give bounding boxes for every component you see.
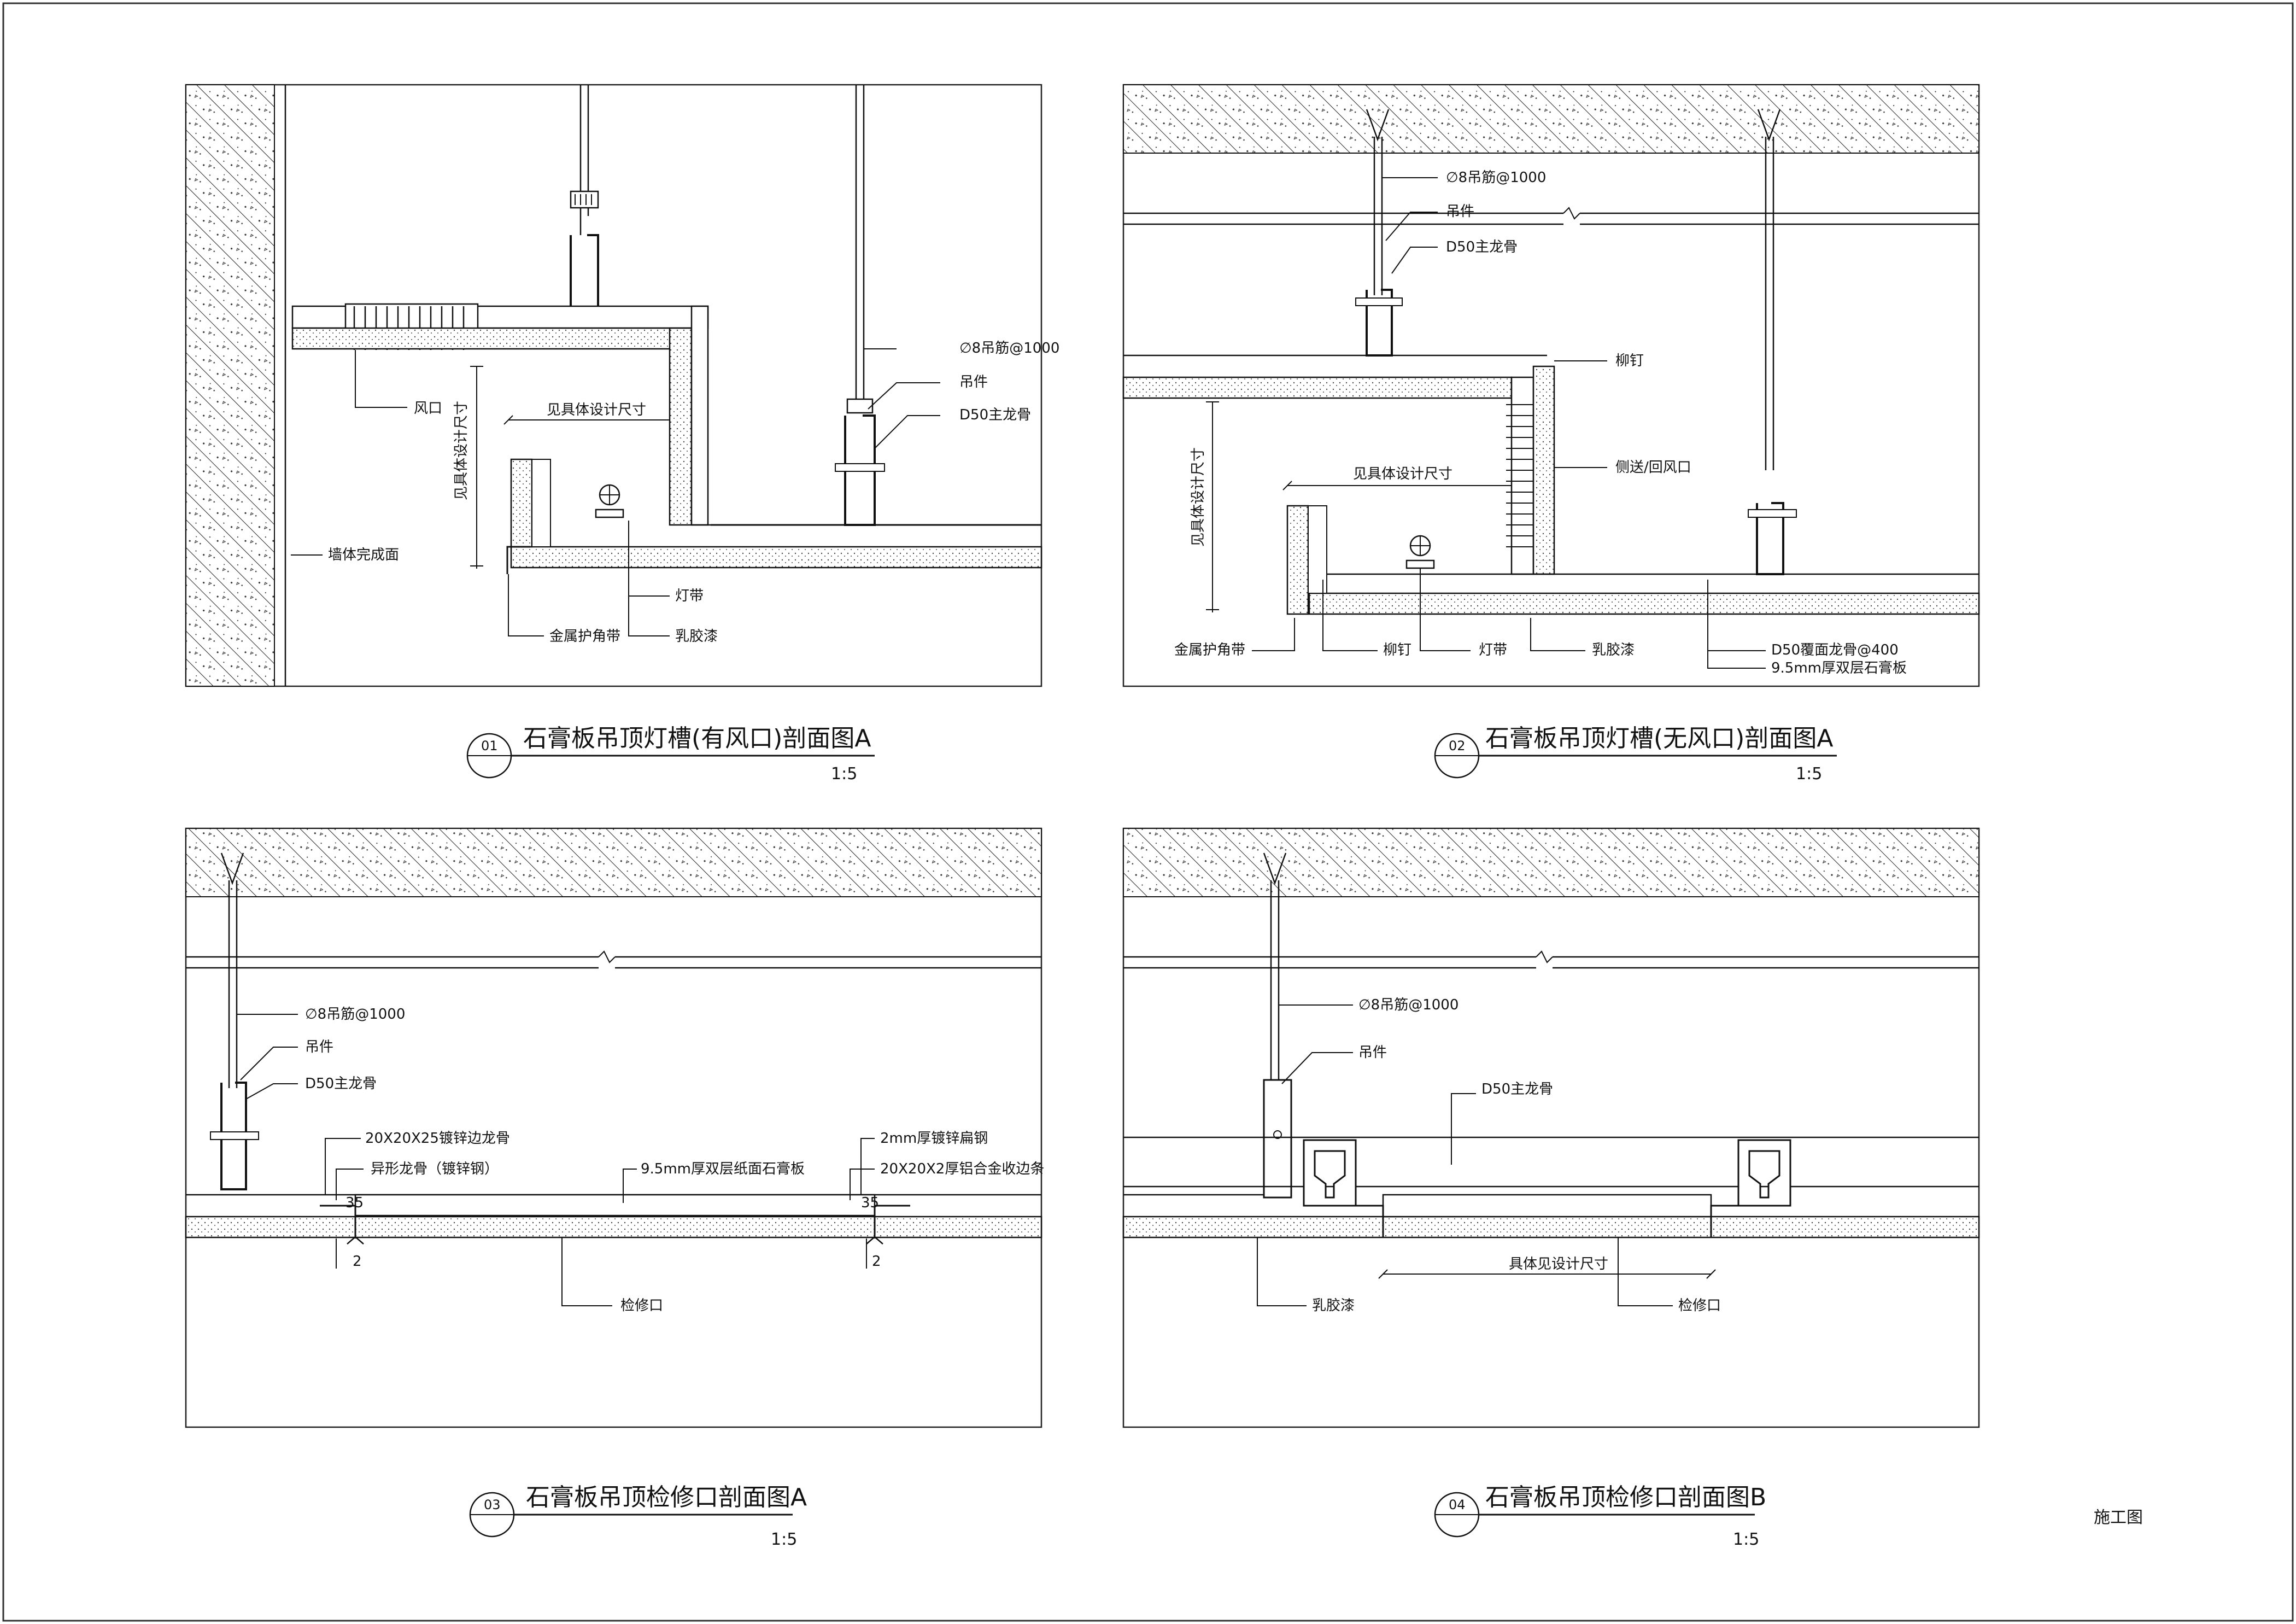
label-board: 9.5mm厚双层纸面石膏板: [641, 1161, 805, 1177]
detail-03: ∅8吊筋@1000 吊件 D50主龙骨 20X20X25镀锌边龙骨 异形龙骨（镀…: [185, 827, 1044, 1549]
detail-01-title: 石膏板吊顶灯槽(有风口)剖面图A: [523, 725, 871, 752]
label-light-strip: 灯带: [675, 588, 704, 604]
detail-02: ∅8吊筋@1000 吊件 D50主龙骨 柳钉 侧送/回风口 见具体设计尺寸 见具…: [1122, 84, 1980, 784]
label-hanger: 吊件: [959, 374, 988, 390]
slab-hatch: [1123, 84, 1979, 154]
label-latex-paint: 乳胶漆: [1312, 1298, 1355, 1314]
detail-02-scale: 1:5: [1796, 764, 1822, 784]
slab-hatch: [1123, 828, 1979, 897]
detail-03-title: 石膏板吊顶检修口剖面图A: [526, 1483, 807, 1511]
detail-04: ∅8吊筋@1000 吊件 D50主龙骨 具体见设计尺寸 乳胶漆 检修口 04 石…: [1122, 827, 1980, 1549]
slab-hatch: [185, 828, 1042, 897]
label-hanger-rod: ∅8吊筋@1000: [305, 1006, 405, 1023]
detail-04-number: 04: [1449, 1497, 1466, 1512]
label-design-size-h: 见具体设计尺寸: [547, 402, 646, 418]
label-main-keel: D50主龙骨: [305, 1076, 377, 1092]
label-flat-steel: 2mm厚镀锌扁钢: [880, 1130, 988, 1147]
label-design-size-v: 见具体设计尺寸: [1190, 447, 1206, 547]
label-alu-trim: 20X20X2厚铝合金收边条: [880, 1161, 1044, 1177]
label-design-size: 具体见设计尺寸: [1509, 1256, 1608, 1272]
label-dim-2-left: 2: [353, 1253, 362, 1270]
detail-01-number: 01: [481, 738, 498, 753]
label-hanger: 吊件: [305, 1039, 333, 1055]
label-access-opening: 检修口: [620, 1298, 663, 1314]
label-corner-tape: 金属护角带: [1174, 642, 1245, 658]
label-main-keel: D50主龙骨: [959, 407, 1031, 423]
detail-01: ∅8吊筋@1000 吊件 D50主龙骨 风口 见具体设计尺寸 见具体设计尺寸 墙…: [185, 84, 1059, 784]
label-hanger: 吊件: [1446, 203, 1474, 220]
label-corner-tape: 金属护角带: [549, 628, 620, 645]
label-hanger-rod: ∅8吊筋@1000: [959, 340, 1059, 357]
label-wall-finish: 墙体完成面: [328, 547, 399, 563]
label-edge-keel: 20X20X25镀锌边龙骨: [365, 1130, 510, 1147]
label-access-opening: 检修口: [1678, 1298, 1721, 1314]
label-rivet-top: 柳钉: [1615, 353, 1644, 369]
detail-04-title: 石膏板吊顶检修口剖面图B: [1485, 1483, 1766, 1511]
label-hanger-rod: ∅8吊筋@1000: [1358, 997, 1459, 1013]
label-rivet-bottom: 柳钉: [1383, 642, 1411, 658]
label-hanger: 吊件: [1358, 1044, 1387, 1061]
label-dim-35-right: 35: [861, 1195, 879, 1211]
detail-04-frame: [1122, 827, 1980, 1428]
label-dim-2-right: 2: [872, 1253, 881, 1270]
label-latex-paint: 乳胶漆: [1592, 642, 1635, 658]
label-side-vent: 侧送/回风口: [1615, 459, 1691, 476]
detail-02-title: 石膏板吊顶灯槽(无风口)剖面图A: [1485, 725, 1833, 752]
label-cover-keel: D50覆面龙骨@400: [1771, 642, 1899, 658]
label-hanger-rod: ∅8吊筋@1000: [1446, 170, 1546, 186]
label-air-vent: 风口: [414, 400, 442, 417]
detail-03-number: 03: [484, 1497, 501, 1512]
label-main-keel: D50主龙骨: [1446, 239, 1518, 255]
detail-01-scale: 1:5: [831, 764, 857, 784]
label-board: 9.5mm厚双层石膏板: [1771, 660, 1907, 676]
label-special-keel: 异形龙骨（镀锌钢）: [371, 1161, 499, 1177]
label-main-keel: D50主龙骨: [1481, 1081, 1553, 1097]
label-latex-paint: 乳胶漆: [675, 628, 718, 645]
detail-03-scale: 1:5: [771, 1530, 797, 1549]
label-dim-35-left: 35: [345, 1195, 364, 1211]
label-design-size-v: 见具体设计尺寸: [453, 401, 470, 500]
detail-01-frame: [185, 84, 1042, 687]
detail-03-frame: [185, 827, 1042, 1428]
label-light-strip: 灯带: [1479, 642, 1507, 658]
wall-hatch: [185, 84, 275, 687]
detail-02-number: 02: [1449, 738, 1466, 753]
detail-04-scale: 1:5: [1733, 1530, 1759, 1549]
label-design-size-h: 见具体设计尺寸: [1353, 466, 1452, 482]
sheet-stamp: 施工图: [2094, 1508, 2143, 1527]
